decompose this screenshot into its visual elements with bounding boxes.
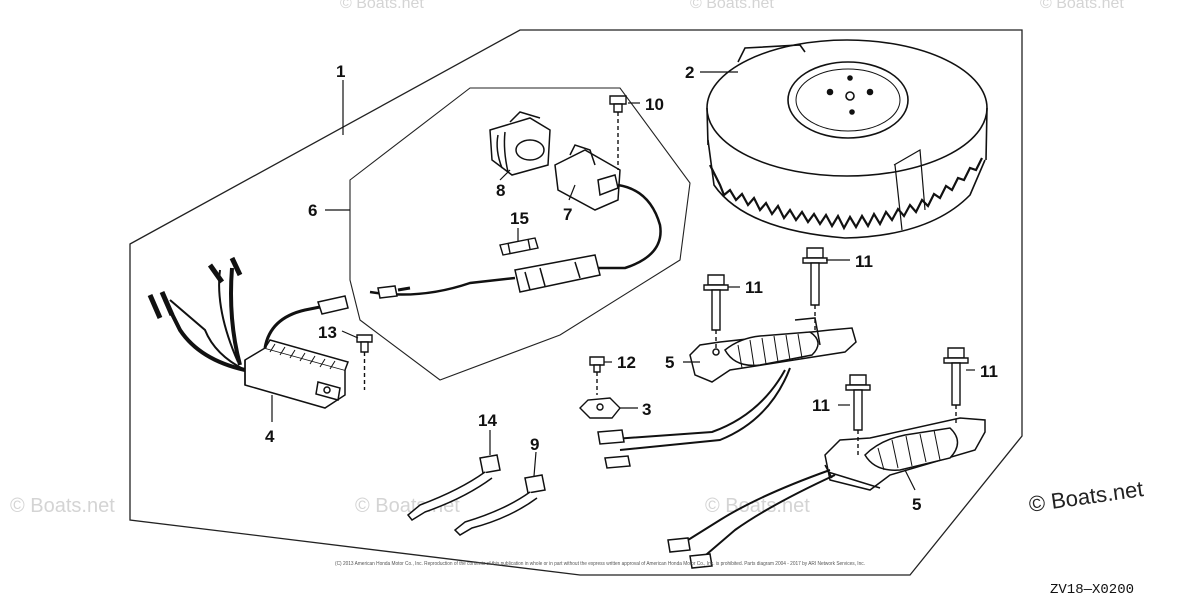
callouts: 1 2 3 4 5 5 6 7 8 9 10 11 11 11 11 12 13… xyxy=(265,62,998,514)
bolt-11-d xyxy=(943,347,969,425)
regulator-rectifier xyxy=(147,256,349,409)
bolt-10 xyxy=(609,95,627,170)
leader-lines xyxy=(271,71,975,491)
watermark-text: © Boats.net xyxy=(690,0,774,12)
pulser-coil-cap xyxy=(489,111,551,176)
brand-watermark: © Boats.net xyxy=(1027,476,1145,517)
callout-13: 13 xyxy=(318,323,337,342)
exciter-coil-lower xyxy=(667,417,986,569)
callout-11-c: 11 xyxy=(980,362,998,381)
bolt-11-c xyxy=(845,374,871,455)
bolt-11-a xyxy=(703,274,729,350)
watermark-text: © Boats.net xyxy=(340,0,424,12)
callout-4: 4 xyxy=(265,427,275,446)
callout-9: 9 xyxy=(530,435,539,454)
bolt-13 xyxy=(356,334,373,390)
callout-12: 12 xyxy=(617,353,636,372)
exciter-coil-upper xyxy=(597,317,857,469)
copyright-notice: (C) 2013 American Honda Motor Co., Inc. … xyxy=(335,561,865,567)
assembly-outline xyxy=(129,29,1023,576)
bracket-3 xyxy=(579,397,621,419)
callout-5-upper: 5 xyxy=(665,353,674,372)
callout-14: 14 xyxy=(478,411,497,430)
callout-11-b: 11 xyxy=(855,252,873,271)
diagram-code: ZV18—X0200 xyxy=(1050,582,1134,598)
bolt-12 xyxy=(589,356,605,395)
flywheel xyxy=(706,39,988,239)
wire-harness xyxy=(369,254,601,299)
callout-2: 2 xyxy=(685,63,694,82)
callout-8: 8 xyxy=(496,181,505,200)
fuse xyxy=(499,237,539,256)
clamp-band-9 xyxy=(453,474,546,536)
callout-15: 15 xyxy=(510,209,529,228)
watermark-text: © Boats.net xyxy=(1040,0,1124,12)
bolt-11-b xyxy=(802,247,828,330)
clamp-band-14 xyxy=(406,454,501,521)
callout-11-d: 11 xyxy=(812,396,830,415)
callout-10: 10 xyxy=(645,95,664,114)
callout-6: 6 xyxy=(308,201,317,220)
callout-7: 7 xyxy=(563,205,572,224)
kit-outline xyxy=(349,87,691,381)
callout-11-a: 11 xyxy=(745,278,763,297)
callout-5-lower: 5 xyxy=(912,495,921,514)
watermark-text: © Boats.net xyxy=(705,495,810,517)
watermark-text: © Boats.net xyxy=(10,495,115,517)
callout-1: 1 xyxy=(336,62,345,81)
callout-3: 3 xyxy=(642,400,651,419)
